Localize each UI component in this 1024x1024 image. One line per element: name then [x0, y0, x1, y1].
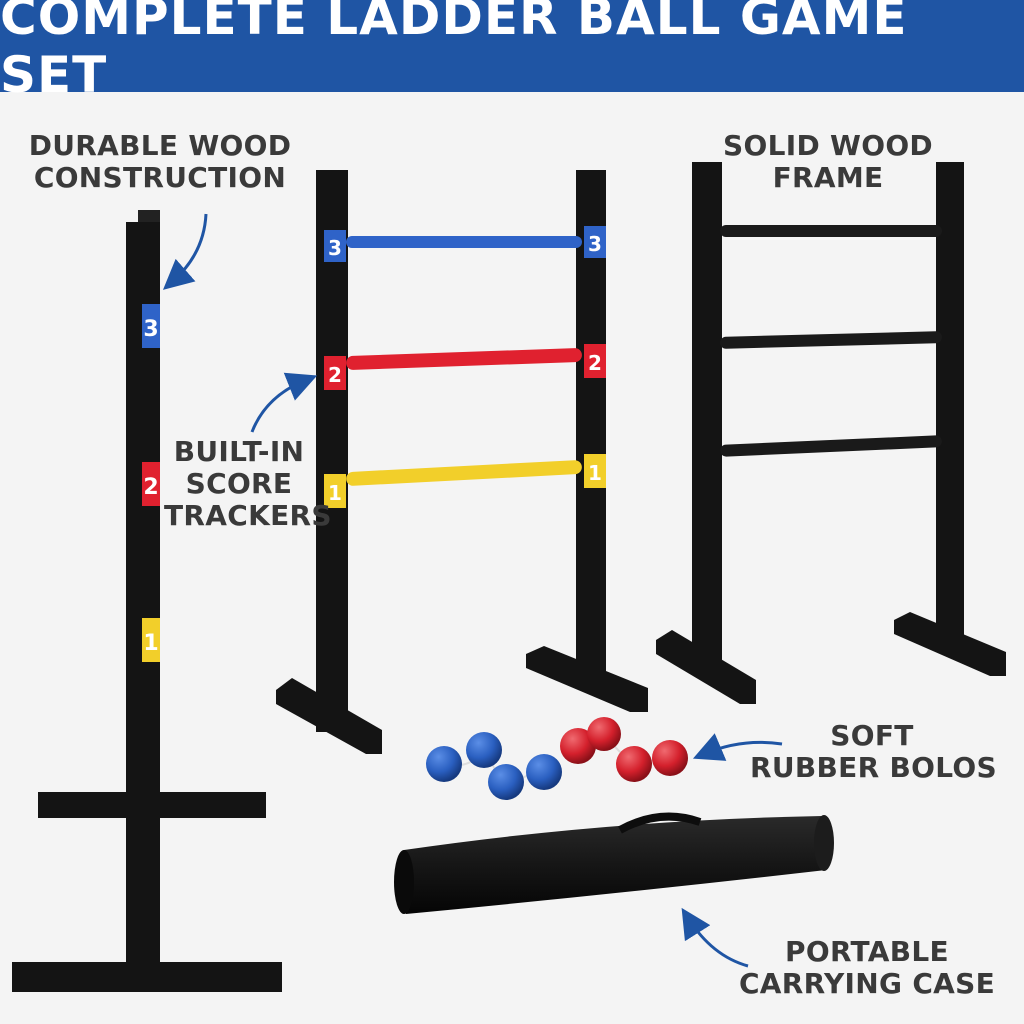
scoring-ladder: 3 3 2 2 1 1: [276, 170, 648, 754]
case-body: [399, 816, 830, 914]
right-right-post: [936, 162, 964, 636]
red-bolo-ball: [652, 740, 688, 776]
callout-arrow-icon: [250, 372, 318, 433]
callout-line: SCORE: [185, 467, 293, 500]
rung-middle: [346, 348, 582, 370]
red-bolo-ball: [616, 746, 652, 782]
middle-left-post: [316, 170, 348, 732]
side-score-3-label: 3: [143, 317, 158, 342]
side-view-ladder: 3 2 1: [12, 210, 282, 992]
carrying-case: [394, 812, 834, 914]
score-tag-2-right-label: 2: [588, 351, 602, 375]
callout-line: DURABLE WOOD: [28, 129, 292, 162]
blue-bolo-ball: [526, 754, 562, 790]
side-pole-cap: [138, 210, 160, 222]
callout-line: PORTABLE: [785, 935, 949, 968]
right-right-foot: [894, 612, 1006, 676]
case-end-left: [394, 850, 414, 914]
bolos: [426, 717, 688, 800]
callout-solid-frame: SOLID WOOD FRAME: [708, 130, 948, 194]
callout-wood-construction: DURABLE WOOD CONSTRUCTION: [24, 130, 296, 194]
callout-line: RUBBER BOLOS: [750, 751, 997, 784]
callout-arrow-icon: [681, 907, 749, 968]
score-tag-3-left: [324, 230, 346, 262]
callout-arrow-icon: [162, 213, 208, 290]
callout-arrow-icon: [692, 733, 783, 761]
side-score-2: [142, 462, 160, 506]
callout-line: CONSTRUCTION: [33, 161, 287, 194]
callout-carrying-case: PORTABLE CARRYING CASE: [738, 936, 996, 1000]
score-tag-1-left: [324, 474, 346, 508]
case-end-right: [814, 815, 834, 871]
frame-ladder: [656, 162, 1006, 704]
callout-score-trackers: BUILT-IN SCORE TRACKERS: [164, 435, 332, 532]
right-rung-top: [720, 225, 942, 237]
callout-line: SOFT: [830, 719, 914, 752]
side-score-1: [142, 618, 160, 662]
score-tag-1-right: [584, 454, 606, 488]
side-score-2-label: 2: [143, 475, 158, 500]
blue-bolo-ball: [426, 746, 462, 782]
callout-line: BUILT-IN: [173, 435, 305, 468]
blue-bolo-ball: [466, 732, 502, 768]
callout-line: SOLID WOOD: [723, 129, 933, 162]
side-score-1-label: 1: [143, 631, 158, 656]
score-tag-1-right-label: 1: [588, 461, 602, 485]
score-tag-2-left: [324, 356, 346, 390]
right-left-post: [692, 162, 722, 662]
score-tag-2-left-label: 2: [328, 363, 342, 387]
right-rung-bottom: [720, 435, 942, 457]
score-tag-3-right: [584, 226, 606, 258]
red-bolo-ball: [560, 728, 596, 764]
page-title: COMPLETE LADDER BALL GAME SET: [0, 0, 908, 104]
score-tag-3-right-label: 3: [588, 232, 602, 256]
right-left-foot: [656, 630, 756, 704]
red-bolo-ball: [587, 717, 621, 751]
score-tag-3-left-label: 3: [328, 236, 342, 260]
callout-bolos: SOFT RUBBER BOLOS: [750, 719, 997, 784]
side-score-3: [142, 304, 160, 348]
score-tag-1-left-label: 1: [328, 481, 342, 505]
blue-bolo-ball: [488, 764, 524, 800]
case-handle: [618, 812, 702, 834]
rung-top: [346, 236, 582, 248]
right-rung-middle: [720, 331, 942, 349]
callout-line: CARRYING CASE: [738, 967, 996, 1000]
title-banner: COMPLETE LADDER BALL GAME SET: [0, 0, 1024, 104]
score-tag-2-right: [584, 344, 606, 378]
rung-bottom: [346, 460, 582, 486]
callout-line: TRACKERS: [164, 499, 332, 532]
callout-line: FRAME: [772, 161, 884, 194]
